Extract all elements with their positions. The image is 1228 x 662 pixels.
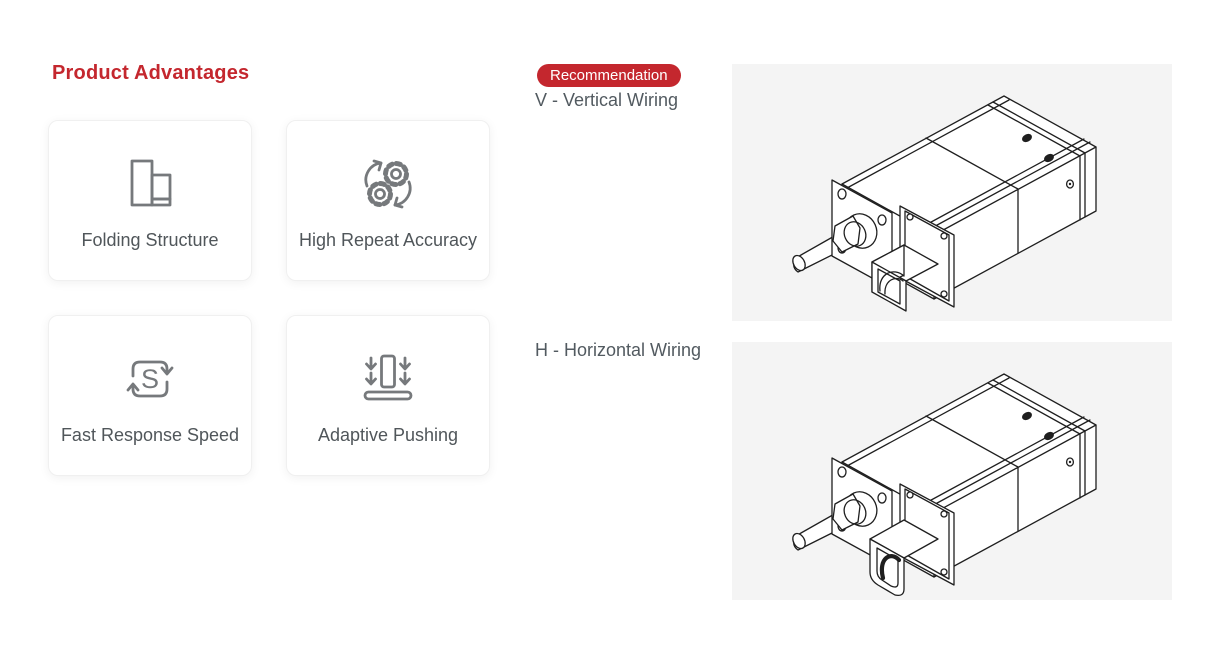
horizontal-wiring-label: H - Horizontal Wiring bbox=[535, 340, 702, 360]
card-label: Folding Structure bbox=[81, 229, 219, 250]
push-down-icon bbox=[354, 346, 422, 412]
actuator-isometric-drawing-vertical bbox=[789, 95, 1097, 312]
recommendation-badge: Recommendation bbox=[537, 64, 681, 87]
advantage-card-folding-structure: Folding Structure bbox=[48, 120, 252, 281]
vertical-wiring-image-panel bbox=[732, 64, 1172, 321]
actuator-isometric-drawing-horizontal bbox=[789, 373, 1097, 600]
vertical-wiring-label: V - Vertical Wiring bbox=[535, 90, 679, 110]
card-label: Fast Response Speed bbox=[60, 424, 240, 445]
card-label: High Repeat Accuracy bbox=[298, 229, 478, 250]
gears-sync-icon bbox=[354, 151, 422, 217]
horizontal-wiring-image-panel bbox=[732, 342, 1172, 600]
svg-text:S: S bbox=[141, 364, 159, 394]
folding-structure-icon bbox=[116, 151, 184, 217]
card-label: Adaptive Pushing bbox=[317, 424, 459, 445]
advantage-card-high-repeat-accuracy: High Repeat Accuracy bbox=[286, 120, 490, 281]
s-cycle-arrows-icon: S bbox=[116, 346, 184, 412]
advantage-card-adaptive-pushing: Adaptive Pushing bbox=[286, 315, 490, 476]
page-title: Product Advantages bbox=[52, 62, 250, 84]
advantage-card-fast-response-speed: S Fast Response Speed bbox=[48, 315, 252, 476]
